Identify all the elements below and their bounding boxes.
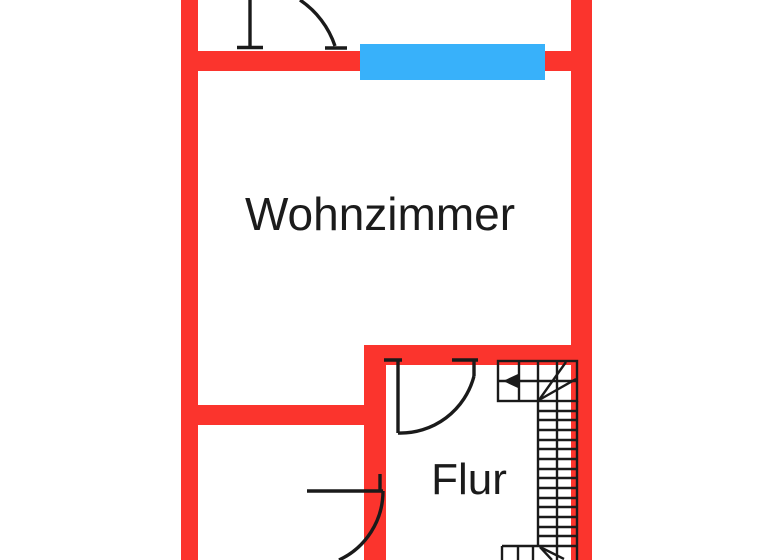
wall-right	[571, 0, 592, 560]
wall-top	[181, 51, 360, 71]
room-label-wohnzimmer: Wohnzimmer	[245, 188, 515, 240]
stair-winder-line	[538, 361, 567, 401]
stair-direction-arrow	[503, 374, 518, 388]
window-symbol	[360, 44, 545, 80]
wall-left	[181, 0, 198, 560]
door-symbol-flur	[384, 358, 478, 435]
stair-winder-line	[539, 545, 565, 560]
room-label-flur: Flur	[431, 455, 507, 504]
walls	[181, 0, 592, 560]
wall-living-bottom	[181, 405, 386, 425]
stair-winder-line	[538, 377, 577, 402]
door-symbol-bottom-left	[307, 474, 385, 560]
staircase-symbol	[496, 359, 579, 560]
wall-window-stub	[545, 51, 573, 71]
door-swing-arc	[338, 490, 385, 560]
door-swing-arc	[397, 375, 476, 435]
door-swing-arc	[299, 0, 337, 47]
door-symbol-top	[237, 0, 347, 50]
